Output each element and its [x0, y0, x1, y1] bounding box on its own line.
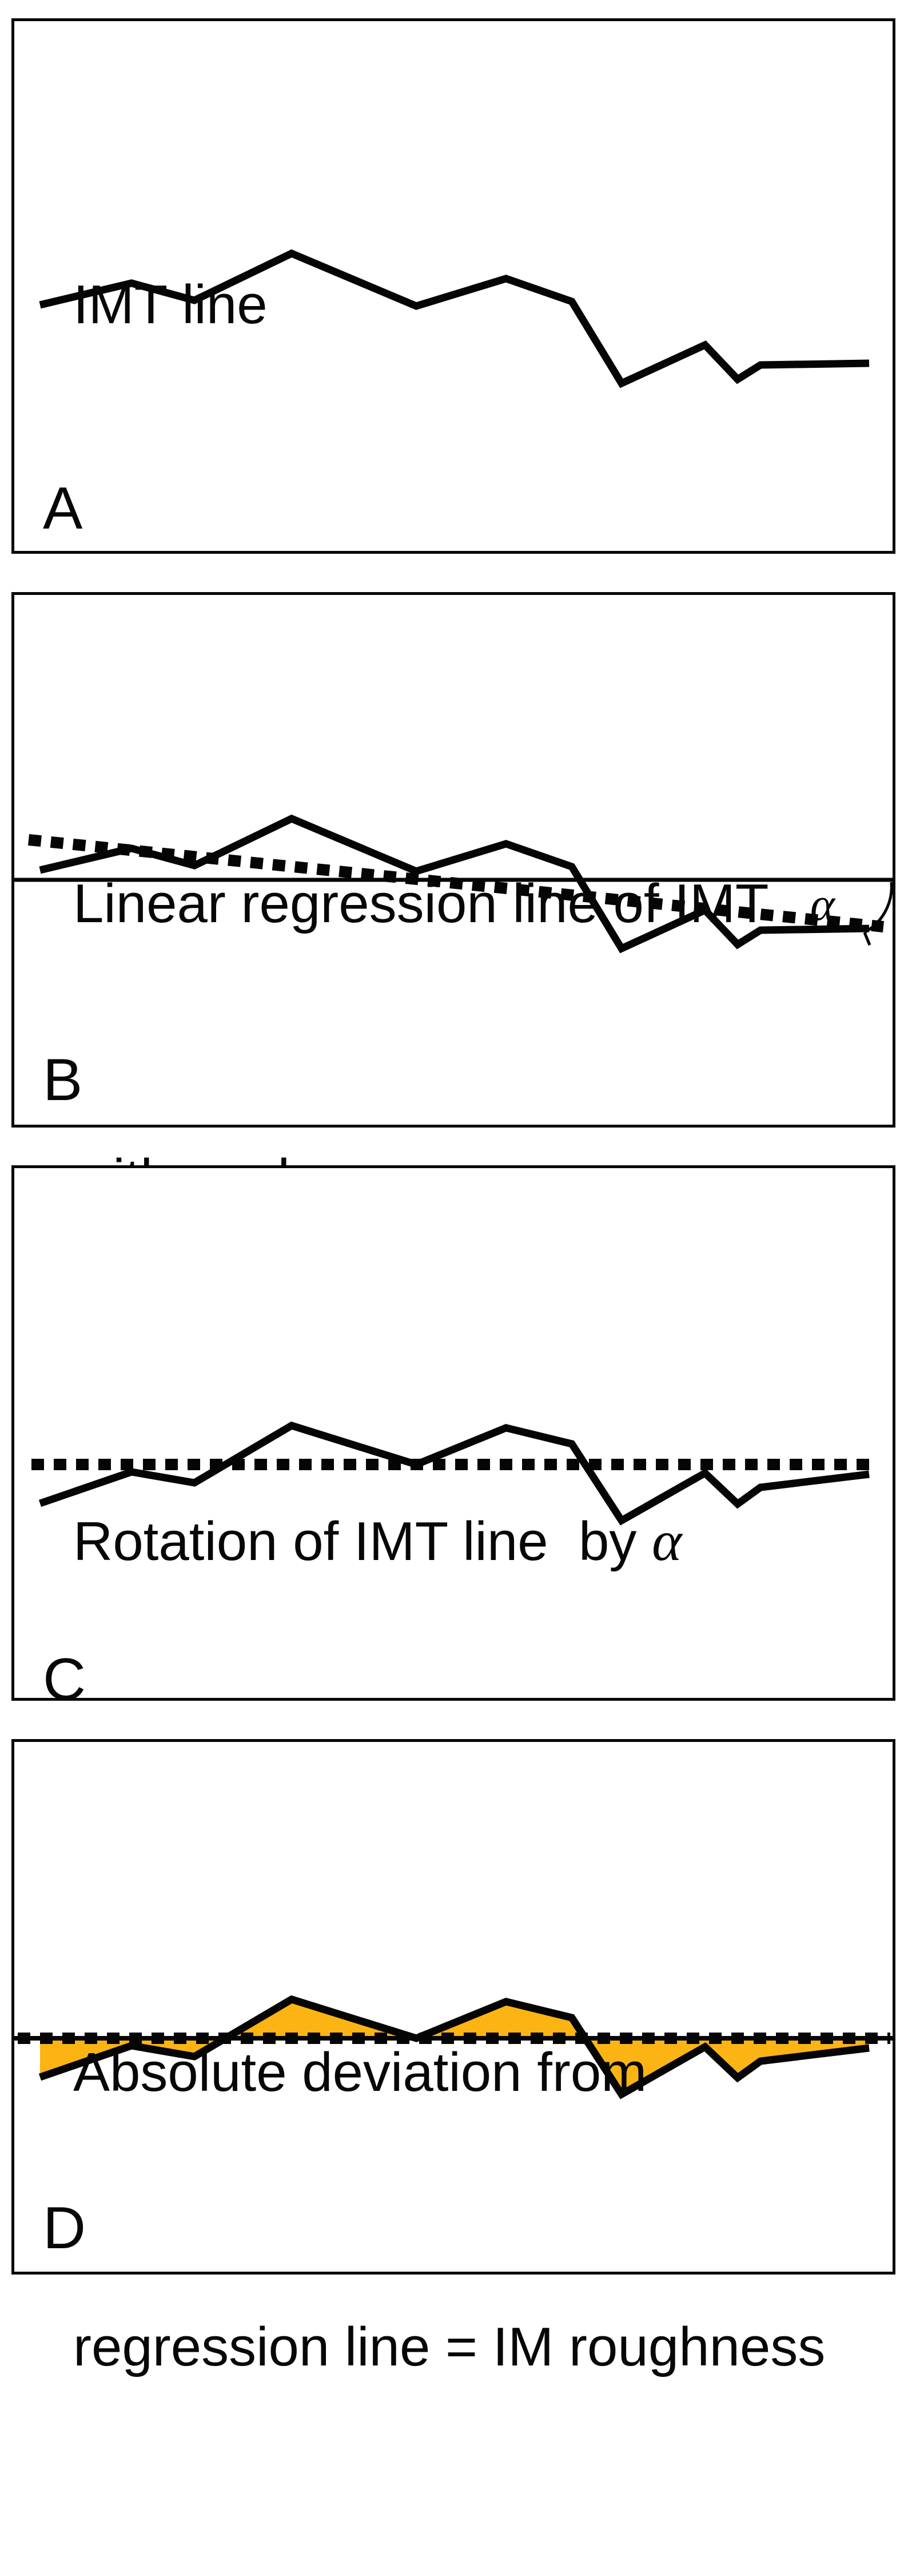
panel-d-title-line2: regression line = IM roughness: [73, 2316, 826, 2377]
imt-line-rotated: [38, 1995, 870, 2099]
regression-dotted-line: [27, 834, 885, 932]
panel-c-title: Rotation of IMT line by α: [73, 1312, 682, 1771]
panel-d: Absolute deviation from regression line …: [11, 1739, 895, 2377]
panel-c-title-line: Rotation of IMT line by α: [73, 1509, 682, 1573]
panel-b: Linear regression line of IMT with angle…: [11, 592, 895, 1210]
panel-a: IMT line A: [11, 18, 895, 554]
panel-a-title: IMT line: [73, 76, 268, 534]
imt-line: [39, 814, 870, 954]
alpha-symbol: α: [652, 1509, 682, 1573]
panel-b-title-line1: Linear regression line of IMT: [73, 873, 769, 934]
panel-d-art: [14, 1995, 893, 2099]
panel-c-art: [31, 1421, 879, 1526]
imt-line: [39, 249, 870, 388]
panel-a-label: A: [43, 475, 83, 542]
panel-d-title-line1: Absolute deviation from: [73, 2042, 647, 2103]
panel-d-label: D: [43, 2195, 86, 2261]
imt-line-rotated: [38, 1421, 870, 1526]
deviation-fill-left: [40, 2038, 225, 2077]
panel-c-label: C: [43, 1646, 86, 1713]
panel-c: Rotation of IMT line by α C: [11, 1165, 895, 1709]
panel-b-art: [14, 814, 893, 954]
angle-alpha-label: α: [810, 878, 835, 930]
panel-d-title: Absolute deviation from regression line …: [73, 1844, 825, 2576]
angle-arc: [863, 882, 893, 934]
angle-arc-tick: [863, 932, 871, 946]
panel-a-title-line: IMT line: [73, 274, 268, 335]
panel-a-art: [39, 249, 870, 388]
panel-b-label: B: [43, 1047, 83, 1113]
